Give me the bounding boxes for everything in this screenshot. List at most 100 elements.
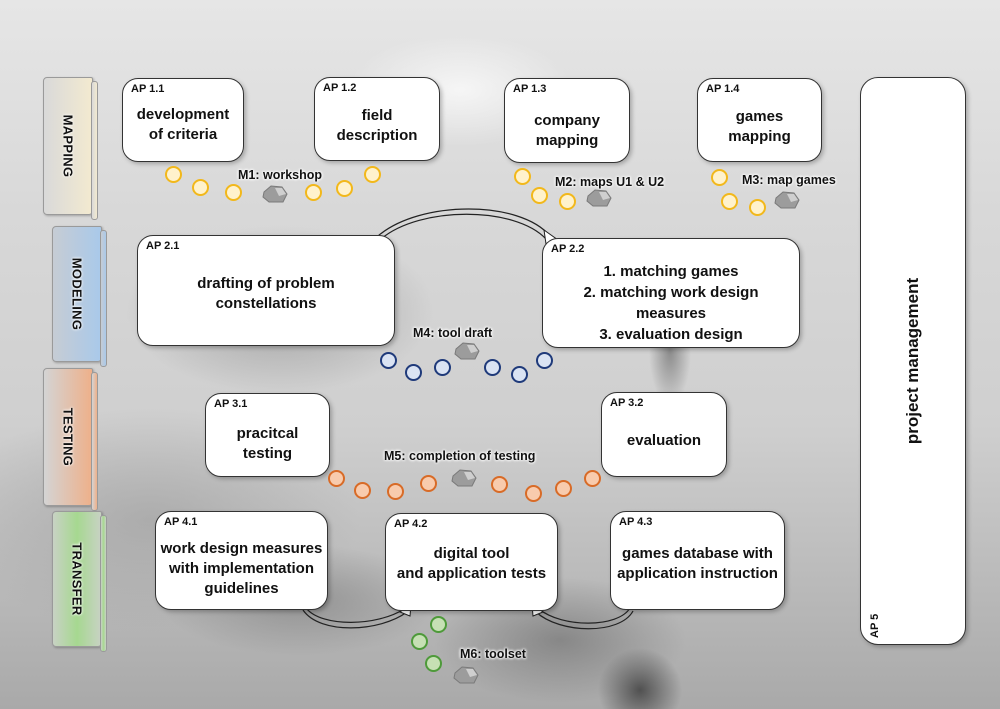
work-package-id: AP 2.1 [146, 240, 180, 252]
milestone-dot [328, 470, 345, 487]
title-line: with implementation [168, 560, 314, 577]
title-line: measures [635, 305, 707, 322]
title-line: application instruction [617, 565, 778, 582]
title-line: mapping [535, 132, 599, 149]
title-line: evaluation [626, 432, 702, 449]
work-package-title: work design measures with implementation… [156, 539, 327, 599]
work-package-id: AP 1.3 [513, 83, 547, 95]
milestone-m4-label: M4: tool draft [413, 326, 493, 340]
work-package-id: AP 2.2 [551, 243, 585, 255]
work-package-ap-1-3[interactable]: AP 1.3 company mapping [504, 78, 630, 163]
lane-label: TRANSFER [69, 542, 85, 616]
work-package-ap-4-2[interactable]: AP 4.2 digital tool and application test… [385, 513, 558, 611]
title-line: work design measures [160, 540, 323, 557]
work-package-ap-1-4[interactable]: AP 1.4 games mapping [697, 78, 822, 162]
milestone-dot [364, 166, 381, 183]
milestone-dot [721, 193, 738, 210]
title-line: field [361, 107, 393, 124]
work-package-title: pracitcal testing [206, 424, 329, 464]
milestone-dot [711, 169, 728, 186]
work-package-title: development of criteria [123, 105, 243, 145]
milestone-dot [165, 166, 182, 183]
work-package-ap-1-1[interactable]: AP 1.1 development of criteria [122, 78, 244, 162]
work-package-ap-4-3[interactable]: AP 4.3 games database with application i… [610, 511, 785, 610]
work-package-id: AP 3.2 [610, 397, 644, 409]
title-line: mapping [728, 128, 791, 145]
milestone-dot [531, 187, 548, 204]
work-package-title: 1. matching games 2. matching work desig… [543, 261, 799, 345]
work-package-ap-5[interactable]: project management AP 5 [860, 77, 966, 645]
title-line: constellations [215, 295, 317, 312]
milestone-stone-icon [262, 185, 288, 203]
lane-mapping: MAPPING [43, 77, 98, 220]
milestone-dot [225, 184, 242, 201]
work-package-title: games database with application instruct… [611, 544, 784, 584]
work-package-id: AP 5 [869, 613, 881, 638]
work-package-id: AP 4.2 [394, 518, 428, 530]
title-line: pracitcal [236, 425, 299, 442]
work-package-id: AP 4.3 [619, 516, 653, 528]
milestone-stone-icon [586, 189, 612, 207]
lane-testing: TESTING [43, 368, 98, 511]
milestone-dot [559, 193, 576, 210]
work-package-title: evaluation [602, 431, 726, 451]
work-package-title: project management [903, 277, 922, 445]
milestone-dot [411, 633, 428, 650]
title-line: of criteria [148, 126, 218, 143]
lane-label: TESTING [60, 407, 76, 467]
title-line: drafting of problem [197, 275, 335, 292]
milestone-dot [425, 655, 442, 672]
work-package-ap-2-1[interactable]: AP 2.1 drafting of problem constellation… [137, 235, 395, 346]
title-line: and application tests [396, 565, 547, 582]
work-package-ap-3-1[interactable]: AP 3.1 pracitcal testing [205, 393, 330, 477]
milestone-dot [525, 485, 542, 502]
work-package-id: AP 1.1 [131, 83, 165, 95]
milestone-dot [336, 180, 353, 197]
milestone-dot [430, 616, 447, 633]
milestone-dot [536, 352, 553, 369]
work-package-id: AP 1.4 [706, 83, 740, 95]
milestone-dot [514, 168, 531, 185]
milestone-stone-icon [453, 666, 479, 684]
milestone-m6-label: M6: toolset [460, 647, 526, 661]
milestone-dot [511, 366, 528, 383]
work-package-ap-3-2[interactable]: AP 3.2 evaluation [601, 392, 727, 477]
title-line: games [735, 108, 784, 125]
milestone-stone-icon [774, 191, 800, 209]
work-package-title: drafting of problem constellations [138, 274, 394, 314]
work-package-title: field description [315, 106, 439, 146]
milestone-dot [380, 352, 397, 369]
title-line: guidelines [204, 580, 279, 597]
milestone-m2-label: M2: maps U1 & U2 [555, 175, 665, 189]
work-package-id: AP 3.1 [214, 398, 248, 410]
work-package-title: games mapping [698, 107, 821, 147]
title-line: games database with [622, 545, 773, 562]
milestone-dot [555, 480, 572, 497]
title-line: 1. matching games [603, 263, 739, 280]
milestone-dot [584, 470, 601, 487]
lane-label: MODELING [69, 257, 85, 331]
milestone-dot [749, 199, 766, 216]
title-line: development [136, 106, 230, 123]
title-line: company [534, 112, 600, 129]
work-package-ap-4-1[interactable]: AP 4.1 work design measures with impleme… [155, 511, 328, 610]
work-package-ap-1-2[interactable]: AP 1.2 field description [314, 77, 440, 161]
title-line: 2. matching work design [583, 284, 759, 301]
milestone-dot [305, 184, 322, 201]
lane-transfer: TRANSFER [52, 511, 107, 652]
work-package-ap-2-2[interactable]: AP 2.2 1. matching games 2. matching wor… [542, 238, 800, 348]
lane-modeling: MODELING [52, 226, 107, 367]
lane-label: MAPPING [60, 114, 76, 178]
title-line: description [336, 127, 418, 144]
milestone-dot [434, 359, 451, 376]
milestone-m1-label: M1: workshop [238, 168, 323, 182]
title-line: 3. evaluation design [599, 326, 743, 343]
milestone-dot [192, 179, 209, 196]
milestone-dot [387, 483, 404, 500]
milestone-m3-label: M3: map games [742, 173, 836, 187]
milestone-dot [491, 476, 508, 493]
milestone-dot [354, 482, 371, 499]
milestone-dot [420, 475, 437, 492]
work-package-id: AP 1.2 [323, 82, 357, 94]
work-package-title: company mapping [505, 111, 629, 151]
